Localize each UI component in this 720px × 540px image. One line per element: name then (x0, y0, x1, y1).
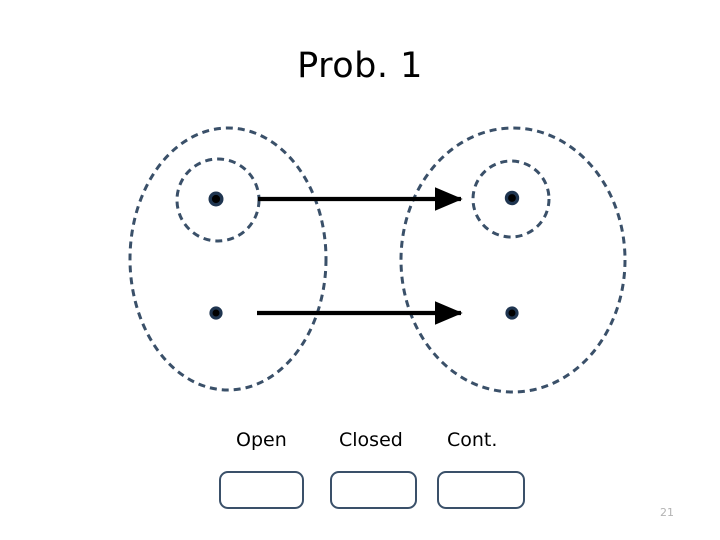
right-inner-circle (471, 159, 551, 239)
page-number: 21 (660, 506, 674, 519)
point-lower-left (209, 306, 223, 320)
point-upper-left (208, 191, 224, 207)
legend-label-closed: Closed (339, 429, 403, 451)
legend-label-cont: Cont. (447, 429, 498, 451)
answer-box-cont[interactable] (437, 471, 525, 509)
right-set-ellipse (399, 126, 627, 394)
answer-box-closed[interactable] (330, 471, 417, 509)
point-upper-right (504, 190, 520, 206)
left-set-ellipse (128, 126, 328, 392)
answer-box-open[interactable] (219, 471, 304, 509)
page-title: Prob. 1 (297, 46, 423, 86)
point-lower-right (505, 306, 519, 320)
legend-label-open: Open (236, 429, 287, 451)
